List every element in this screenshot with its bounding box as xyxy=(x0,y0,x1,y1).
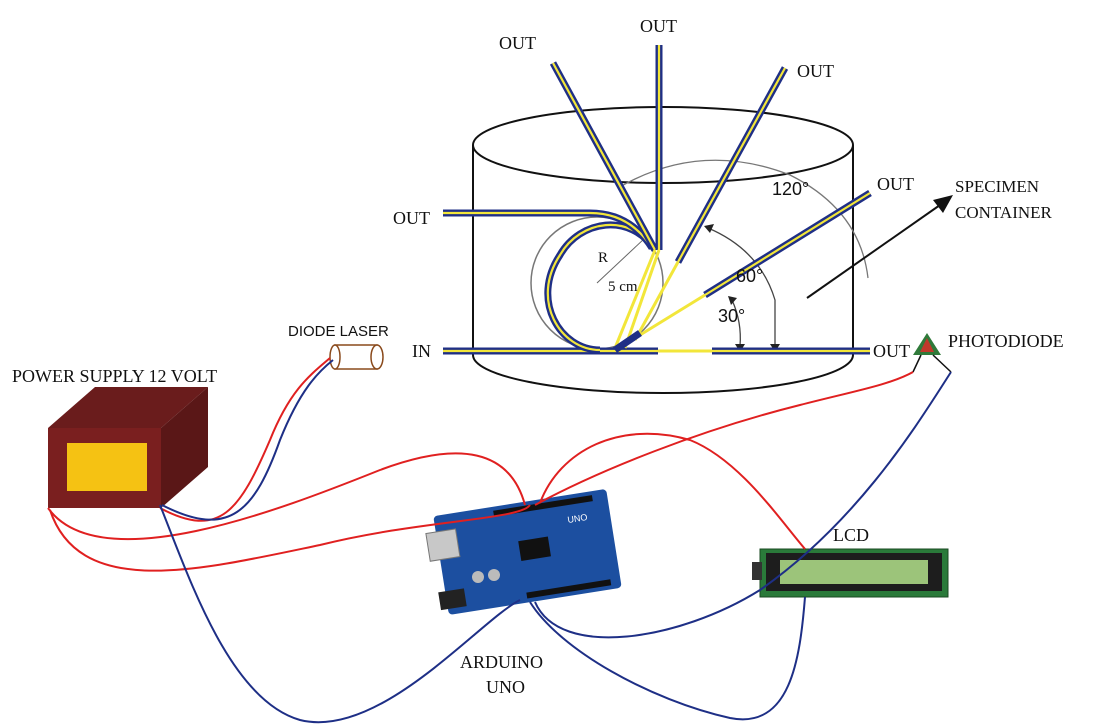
wire-ps-laser-red xyxy=(159,357,331,522)
label-out-top-right: OUT xyxy=(797,61,834,81)
label-specimen-line2: CONTAINER xyxy=(955,203,1053,222)
specimen-container-pointer xyxy=(806,195,953,299)
label-out-right-upper: OUT xyxy=(877,174,914,194)
label-diode-laser: DIODE LASER xyxy=(288,323,389,340)
photodiode-lead-left xyxy=(912,354,922,373)
wire-arduino-photodiode-blue xyxy=(534,371,952,639)
label-out-top-left: OUT xyxy=(499,33,536,53)
label-specimen-line1: SPECIMEN xyxy=(955,177,1039,196)
photodiode-lead-right xyxy=(932,354,952,373)
wire-ps-arduino-red-1 xyxy=(47,452,526,541)
label-in: IN xyxy=(412,341,431,361)
label-out-bottom-right: OUT xyxy=(873,341,910,361)
fiber-out-top-left-core xyxy=(552,62,656,251)
label-arduino-line1: ARDUINO xyxy=(460,652,543,672)
specimen-arrow-line xyxy=(806,204,941,299)
power-supply-panel xyxy=(67,443,147,491)
photodiode-core xyxy=(920,338,934,352)
arc-30-arrowhead-top xyxy=(728,296,737,305)
label-radius-r: R xyxy=(598,250,608,266)
label-out-left: OUT xyxy=(393,208,430,228)
arduino-usb-port xyxy=(425,528,461,562)
wire-arduino-lcd-red xyxy=(539,432,806,550)
specimen-container xyxy=(472,106,854,394)
power-supply-side xyxy=(161,387,208,508)
lcd-screen xyxy=(780,560,928,584)
arduino-chip xyxy=(518,536,551,561)
fiber-junction-lower xyxy=(613,330,642,353)
arduino-capacitor-2 xyxy=(488,569,500,581)
fiber-loop-core xyxy=(546,223,656,352)
arduino-board: UNO xyxy=(425,489,622,615)
label-photodiode: PHOTODIODE xyxy=(948,331,1064,351)
photodiode xyxy=(912,333,952,373)
fiber-out-top-right-core xyxy=(677,67,786,263)
label-power-supply: POWER SUPPLY 12 VOLT xyxy=(12,366,217,386)
container-bottom-curve xyxy=(472,354,854,394)
label-arduino-line2: UNO xyxy=(486,677,525,697)
lcd-module xyxy=(752,548,949,598)
specimen-arrowhead xyxy=(933,195,953,213)
wire-ps-laser-blue xyxy=(161,359,334,521)
arc-60-arrowhead xyxy=(704,224,714,233)
diode-laser xyxy=(329,344,384,370)
power-supply-top xyxy=(48,387,208,428)
optical-fibers xyxy=(443,45,872,355)
arduino-board-text: UNO xyxy=(567,512,588,525)
arc-120 xyxy=(617,159,869,279)
arc-60 xyxy=(707,227,776,348)
arc-30 xyxy=(731,299,741,347)
angle-arcs xyxy=(617,159,869,352)
lcd-connector xyxy=(752,562,762,580)
arduino-capacitor-1 xyxy=(472,571,484,583)
label-lcd: LCD xyxy=(833,525,869,545)
wiring xyxy=(47,357,952,724)
laser-body-left-end xyxy=(329,344,341,370)
label-angle-30: 30° xyxy=(718,306,745,326)
fiber-out-right-upper-core xyxy=(704,192,871,296)
wire-ps-arduino-blue xyxy=(159,504,521,724)
label-radius-value: 5 cm xyxy=(608,279,638,295)
wire-ps-arduino-red-2 xyxy=(49,504,531,572)
fiber-out-left-core xyxy=(443,211,653,249)
wire-arduino-photodiode-red xyxy=(534,371,914,506)
label-out-top-center: OUT xyxy=(640,16,677,36)
label-angle-60: 60° xyxy=(736,266,763,286)
container-top-ellipse xyxy=(472,106,854,184)
laser-body-right-end xyxy=(370,344,384,370)
label-angle-120: 120° xyxy=(772,179,809,199)
arduino-power-jack xyxy=(438,588,467,611)
radius-line xyxy=(596,237,646,284)
power-supply xyxy=(48,387,208,508)
arduino-header-bottom xyxy=(526,579,612,599)
wire-arduino-lcd-blue xyxy=(529,596,806,721)
bare-core-junction xyxy=(613,249,706,349)
